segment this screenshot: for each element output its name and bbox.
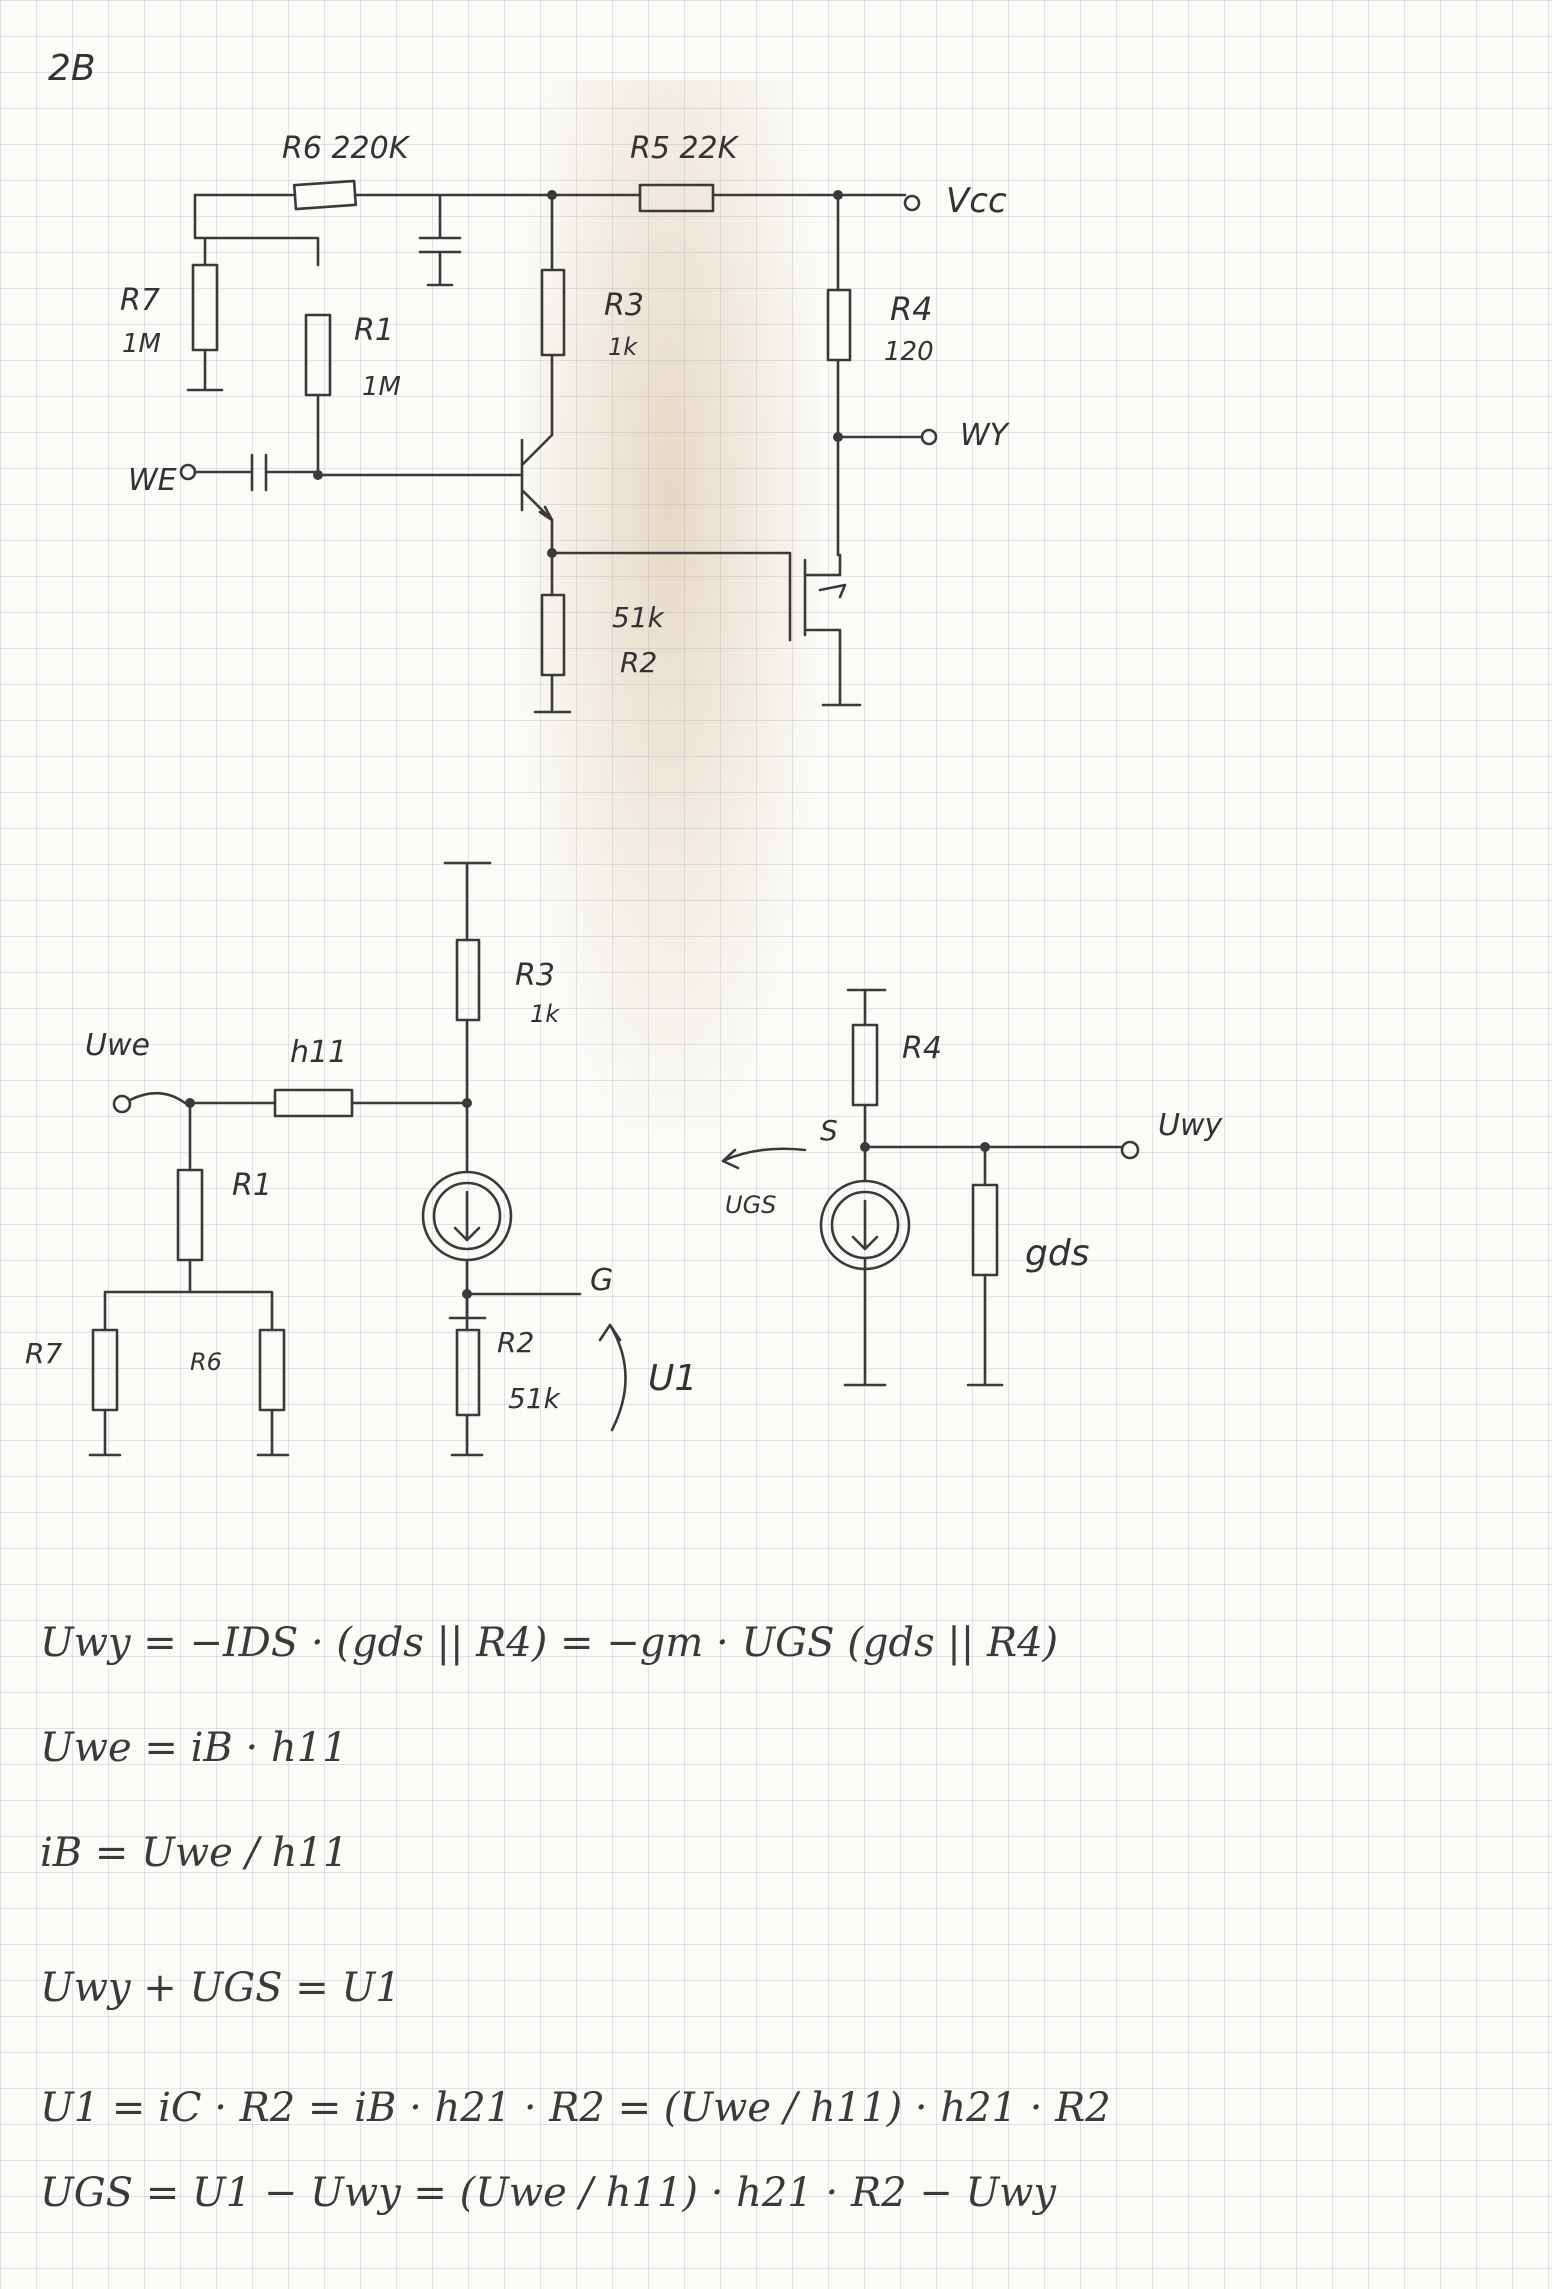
h11-resistor (273, 1088, 354, 1118)
current-source-mosfet (819, 1179, 911, 1271)
r1-label: R1 (354, 313, 394, 348)
r4-resistor (826, 288, 852, 362)
gds-node-eq (980, 1142, 990, 1152)
r7-label-eq: R7 (25, 1337, 62, 1370)
r3-column-wires (443, 861, 492, 1320)
r1-label-eq: R1 (232, 1168, 272, 1203)
r7-ground (186, 348, 224, 392)
r6-label-eq: R6 (190, 1348, 222, 1376)
current-source-bjt (421, 1170, 513, 1262)
vcc-terminal (903, 194, 921, 212)
r3-label-eq: R3 (515, 958, 555, 993)
r7-value: 1M (122, 329, 161, 359)
mosfet-equivalent-circuit: R4 S Uwy UGS gds (721, 988, 1223, 1387)
r3-top-node (547, 190, 557, 200)
h11-label: h11 (290, 1035, 347, 1070)
r3-resistor-eq (455, 938, 481, 1022)
bias-network-wires (88, 1101, 290, 1457)
source-label: S (820, 1114, 838, 1147)
equation-3: iB = Uwe / h11 (40, 1830, 349, 1876)
r7-resistor (191, 263, 219, 352)
r5-label: R5 22K (630, 131, 740, 166)
r3-resistor (540, 268, 566, 357)
input-terminal-eq (112, 1094, 132, 1114)
r1-resistor-eq (176, 1168, 204, 1262)
input-voltage-label: Uwe (85, 1028, 150, 1063)
source-node-eq (860, 1142, 870, 1152)
gate-label: G (590, 1263, 613, 1298)
r2-value: 51k (612, 601, 666, 634)
r2-value-eq: 51k (508, 1382, 562, 1415)
r1-value: 1M (362, 372, 401, 402)
r2-label: R2 (620, 646, 657, 679)
vcc-label: Vcc (946, 181, 1007, 221)
input-label: WE (128, 463, 177, 498)
equation-5: U1 = iC · R2 = iB · h21 · R2 = (Uwe / h1… (40, 2085, 1111, 2131)
input-terminal (179, 463, 197, 481)
page-label: 2B (48, 48, 96, 89)
r3-value: 1k (608, 333, 638, 361)
r4-value: 120 (884, 337, 934, 367)
gds-resistor (971, 1183, 999, 1277)
r5-resistor (638, 183, 715, 213)
output-voltage-label: Uwy (1158, 1108, 1223, 1143)
current-source-mosfet-inner (830, 1190, 900, 1260)
r3-label: R3 (604, 288, 644, 323)
r6-label: R6 220K (282, 131, 411, 166)
r3-value-eq: 1k (530, 1000, 560, 1028)
current-source-inner (432, 1181, 502, 1251)
bias-wires (193, 193, 320, 267)
equation-4: Uwy + UGS = U1 (40, 1965, 401, 2011)
r6-resistor (292, 179, 358, 211)
bjt-transistor (520, 433, 554, 522)
gate-wire (550, 551, 792, 642)
equation-6: UGS = U1 − Uwy = (Uwe / h11) · h21 · R2 … (40, 2170, 1057, 2216)
r7-resistor-eq (91, 1328, 119, 1412)
current-arrow-bjt (453, 1190, 481, 1242)
r4-label: R4 (890, 290, 933, 328)
output-terminal (920, 428, 938, 446)
u1-arrow (598, 1323, 627, 1432)
current-arrow-mosfet (851, 1199, 879, 1251)
r2-wires-eq (450, 1292, 484, 1457)
ugs-arrow (721, 1147, 807, 1170)
r4-resistor-eq (851, 1023, 879, 1107)
output-terminal-eq (1120, 1140, 1140, 1160)
r1-resistor (304, 313, 332, 397)
input-capacitor (193, 453, 512, 492)
input-wire-eq (128, 1091, 469, 1105)
r4-label-eq: R4 (902, 1031, 942, 1066)
r2-label-eq: R2 (497, 1326, 534, 1359)
ugs-label: UGS (725, 1191, 776, 1219)
r6-resistor-eq (258, 1328, 286, 1412)
gds-label: gds (1025, 1233, 1089, 1274)
r4-top-node (833, 190, 843, 200)
supply-capacitor (418, 193, 462, 287)
mosfet (803, 553, 862, 707)
equation-1: Uwy = −IDS · (gds || R4) = −gm · UGS (gd… (40, 1620, 1059, 1666)
mosfet-eq-wires (843, 988, 1124, 1387)
base-node (313, 470, 323, 480)
r7-label: R7 (120, 283, 160, 318)
output-label: WY (960, 418, 1011, 453)
collector-node-eq (462, 1098, 472, 1108)
r2-resistor (540, 593, 566, 677)
r2-resistor-eq (455, 1328, 481, 1417)
u1-label: U1 (648, 1358, 697, 1399)
bjt-equivalent-circuit: R3 1k Uwe h11 R1 R7 R6 G R2 (25, 861, 697, 1457)
amplifier-schematic: R6 220K R5 22K Vcc R7 1M R1 1M WE (120, 131, 1011, 714)
equation-2: Uwe = iB · h11 (40, 1725, 348, 1771)
